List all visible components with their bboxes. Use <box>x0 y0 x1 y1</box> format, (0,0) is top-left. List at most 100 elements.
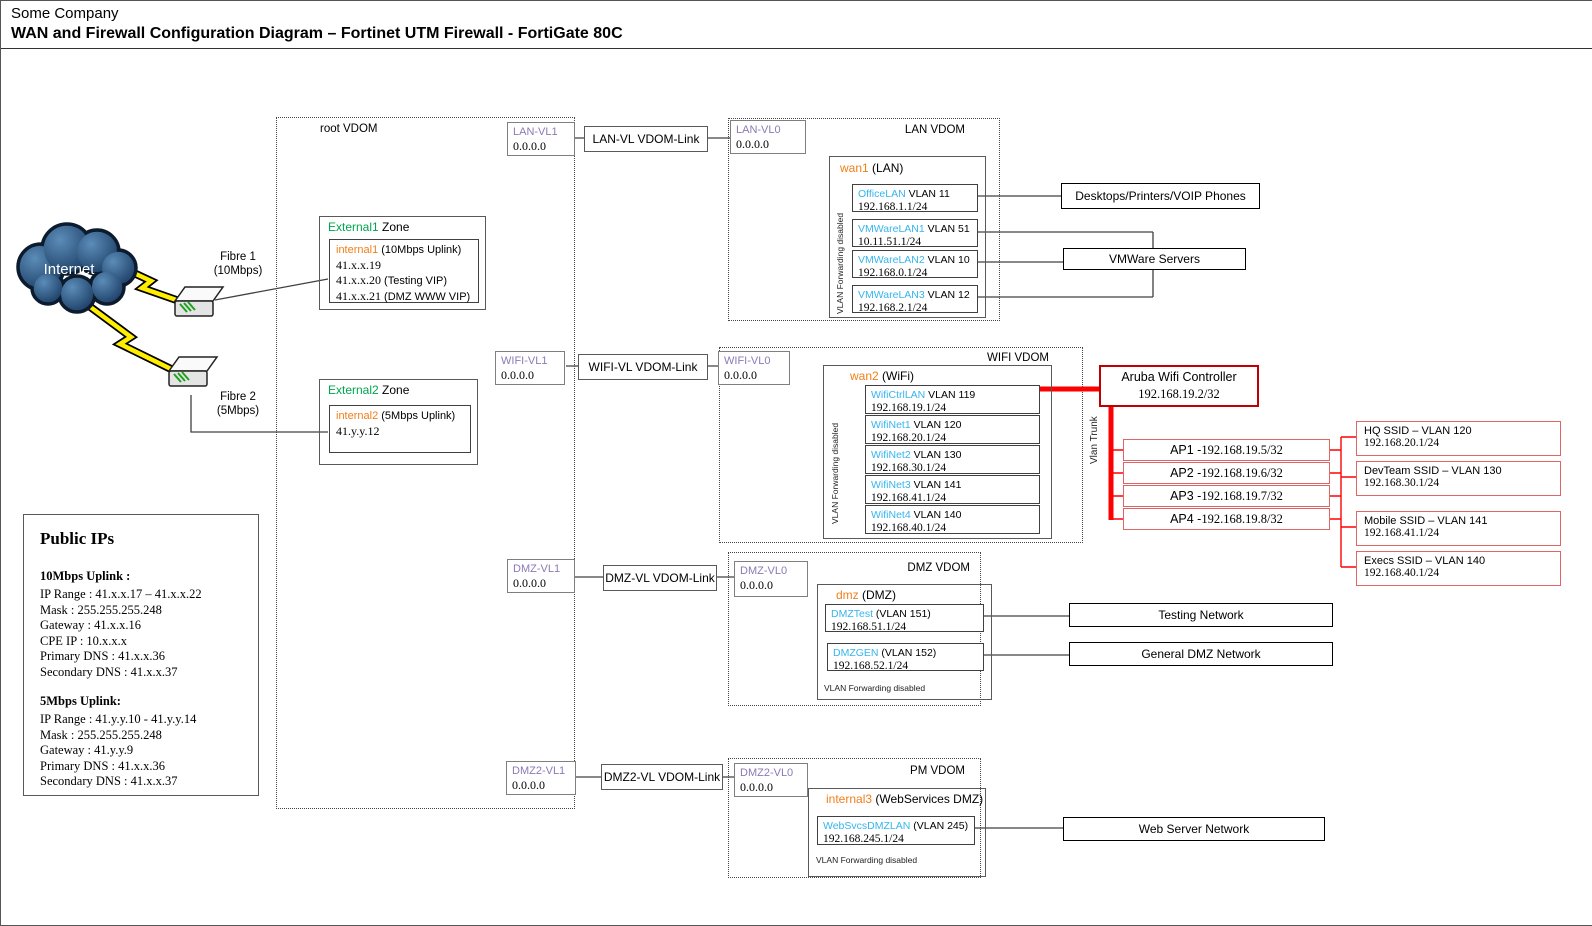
aruba-controller-name: Aruba Wifi Controller <box>1121 370 1237 384</box>
internal3-vlan-forwarding-note: VLAN Forwarding disabled <box>816 855 918 865</box>
internal1-name: internal1 <box>336 244 379 256</box>
fibre2-speed: (5Mbps) <box>216 404 260 417</box>
vmware-servers-box: VMWare Servers <box>1063 248 1246 270</box>
vlan-trunk-label: Vlan Trunk <box>1089 416 1100 464</box>
vlan-box-wifinet1: WifiNet1 VLAN 120 192.168.20.1/24 <box>865 415 1040 444</box>
internet-label: Internet <box>44 261 96 278</box>
modem-1-icon <box>173 286 225 317</box>
dmz2-vl-vdom-link: DMZ2-VL VDOM-Link <box>601 764 723 790</box>
internal2-note: (5Mbps Uplink) <box>378 410 456 422</box>
root-vdom-label: root VDOM <box>320 123 378 135</box>
internal2-box: internal2 (5Mbps Uplink) 41.y.y.12 <box>329 405 471 453</box>
internal1-title: internal1 (10Mbps Uplink) <box>336 243 472 258</box>
ssid-box-execs: Execs SSID – VLAN 140 192.168.40.1/24 <box>1356 551 1561 586</box>
fibre2-label: Fibre 2 (5Mbps) <box>201 391 275 418</box>
wan2-box: wan2 (WiFi) VLAN Forwarding disabled Wif… <box>823 365 1052 539</box>
modem-2-icon <box>167 356 219 387</box>
lightning-bolt-1 <box>119 263 187 307</box>
wifi-vl-vdom-link: WIFI-VL VDOM-Link <box>578 354 708 380</box>
external1-zone-title: External1 Zone <box>328 220 409 234</box>
dmz-box: dmz (DMZ) DMZTest (VLAN 151) 192.168.51.… <box>817 584 992 700</box>
internal1-box: internal1 (10Mbps Uplink) 41.x.x.19 41.x… <box>329 239 479 303</box>
vlan-box-wifictrllan: WifiCtrlLAN VLAN 119 192.168.19.1/24 <box>865 385 1040 414</box>
external2-zone-title: External2 Zone <box>328 383 409 397</box>
internal3-label: internal3 (WebServices DMZ) <box>826 792 984 806</box>
ip-line: 41.x.x.19 <box>336 257 381 272</box>
ap3-box: AP3 - 192.168.19.7/32 <box>1123 485 1330 507</box>
wan1-box: wan1 (LAN) VLAN Forwarding disabled Offi… <box>829 156 986 318</box>
internal2-title: internal2 (5Mbps Uplink) <box>336 409 464 424</box>
vlan-box-wifinet3: WifiNet3 VLAN 141 192.168.41.1/24 <box>865 475 1040 504</box>
external2-zone-name: External2 <box>328 383 379 397</box>
vlan-box-dmztest: DMZTest (VLAN 151) 192.168.51.1/24 <box>825 604 984 633</box>
uplink5-line: Gateway : 41.y.y.9 <box>40 743 134 757</box>
lightning-bolt-2 <box>82 299 175 374</box>
general-dmz-network-box: General DMZ Network <box>1069 642 1333 666</box>
header: Some Company WAN and Firewall Configurat… <box>1 1 1592 49</box>
uplink5-heading: 5Mbps Uplink: <box>40 694 121 708</box>
wan1-vlan-forwarding-note: VLAN Forwarding disabled <box>835 212 845 314</box>
uplink10-line: IP Range : 41.x.x.17 – 41.x.x.22 <box>40 587 202 601</box>
uplink5-line: Secondary DNS : 41.x.x.37 <box>40 774 178 788</box>
vlan-box-wifinet4: WifiNet4 VLAN 140 192.168.40.1/24 <box>865 505 1040 534</box>
external1-zone-name: External1 <box>328 220 379 234</box>
desktops-network-box: Desktops/Printers/VOIP Phones <box>1061 183 1260 209</box>
ssid-box-mobile: Mobile SSID – VLAN 141 192.168.41.1/24 <box>1356 511 1561 546</box>
fibre2-name: Fibre 2 <box>220 391 256 403</box>
external1-zone-box: External1 Zone internal1 (10Mbps Uplink)… <box>319 216 486 310</box>
public-ips-title: Public IPs <box>40 529 115 548</box>
ssid-box-hq: HQ SSID – VLAN 120 192.168.20.1/24 <box>1356 421 1561 456</box>
zone-word: Zone <box>378 220 410 234</box>
ip-line: 41.y.y.12 <box>336 423 380 438</box>
fibre1-speed: (10Mbps) <box>213 264 263 277</box>
uplink5-line: Primary DNS : 41.x.x.36 <box>40 758 165 773</box>
internal2-name: internal2 <box>336 410 379 422</box>
uplink10-line: Secondary DNS : 41.x.x.37 <box>40 664 178 679</box>
aruba-controller-ip: 192.168.19.2/32 <box>1138 387 1220 401</box>
internal3-box: internal3 (WebServices DMZ) WebSvcsDMZLA… <box>808 788 986 877</box>
ip-line: 41.x.x.20 (Testing VIP) <box>336 273 448 287</box>
root-vdom-container: root VDOM <box>276 117 575 809</box>
lan-vl-vdom-link: LAN-VL VDOM-Link <box>584 126 708 152</box>
dmz-vlan-forwarding-note: VLAN Forwarding disabled <box>824 683 926 693</box>
aruba-controller-box: Aruba Wifi Controller 192.168.19.2/32 <box>1099 365 1259 407</box>
uplink5-line: IP Range : 41.y.y.10 - 41.y.y.14 <box>40 712 197 726</box>
uplink10-heading: 10Mbps Uplink : <box>40 569 131 583</box>
vlan-box-vmwarelan2: VMWareLAN2 VLAN 10 192.168.0.1/24 <box>852 250 978 279</box>
wan2-vlan-forwarding-note: VLAN Forwarding disabled <box>830 422 840 524</box>
uplink10-line: Mask : 255.255.255.248 <box>40 602 162 617</box>
uplink10-line: CPE IP : 10.x.x.x <box>40 633 128 648</box>
dmz-vdom-label: DMZ VDOM <box>907 562 970 574</box>
dmz-vl-vdom-link: DMZ-VL VDOM-Link <box>603 565 717 591</box>
ssid-box-devteam: DevTeam SSID – VLAN 130 192.168.30.1/24 <box>1356 461 1561 496</box>
uplink5-line: Mask : 255.255.255.248 <box>40 727 162 742</box>
vlan-box-dmzgen: DMZGEN (VLAN 152) 192.168.52.1/24 <box>827 643 984 672</box>
uplink10-line: Gateway : 41.x.x.16 <box>40 618 142 632</box>
pm-vdom-container: PM VDOM <box>728 758 981 878</box>
ip-line: 41.x.x.21 (DMZ WWW VIP) <box>336 288 471 303</box>
lan-vdom-container: LAN VDOM <box>728 118 1000 321</box>
vlan-box-wifinet2: WifiNet2 VLAN 130 192.168.30.1/24 <box>865 445 1040 474</box>
testing-network-box: Testing Network <box>1069 603 1333 627</box>
page-title: WAN and Firewall Configuration Diagram –… <box>11 25 623 42</box>
internet-cloud: Internet <box>16 222 138 314</box>
vlan-box-officelan: OfficeLAN VLAN 11 192.168.1.1/24 <box>852 184 978 213</box>
public-ips-box: Public IPs 10Mbps Uplink : IP Range : 41… <box>23 514 259 796</box>
uplink10-line: Primary DNS : 41.x.x.36 <box>40 649 165 663</box>
vlan-box-vmwarelan3: VMWareLAN3 VLAN 12 192.168.2.1/24 <box>852 285 978 314</box>
external2-zone-box: External2 Zone internal2 (5Mbps Uplink) … <box>319 379 478 465</box>
zone-word: Zone <box>378 383 410 397</box>
pm-vdom-label: PM VDOM <box>910 765 965 777</box>
vlan-box-vmwarelan1: VMWareLAN1 VLAN 51 10.11.51.1/24 <box>852 219 978 248</box>
wifi-vdom-label: WIFI VDOM <box>987 352 1049 364</box>
web-server-network-box: Web Server Network <box>1063 817 1325 841</box>
vlan-box-websvcsdmzlan: WebSvcsDMZLAN (VLAN 245) 192.168.245.1/2… <box>817 816 975 845</box>
